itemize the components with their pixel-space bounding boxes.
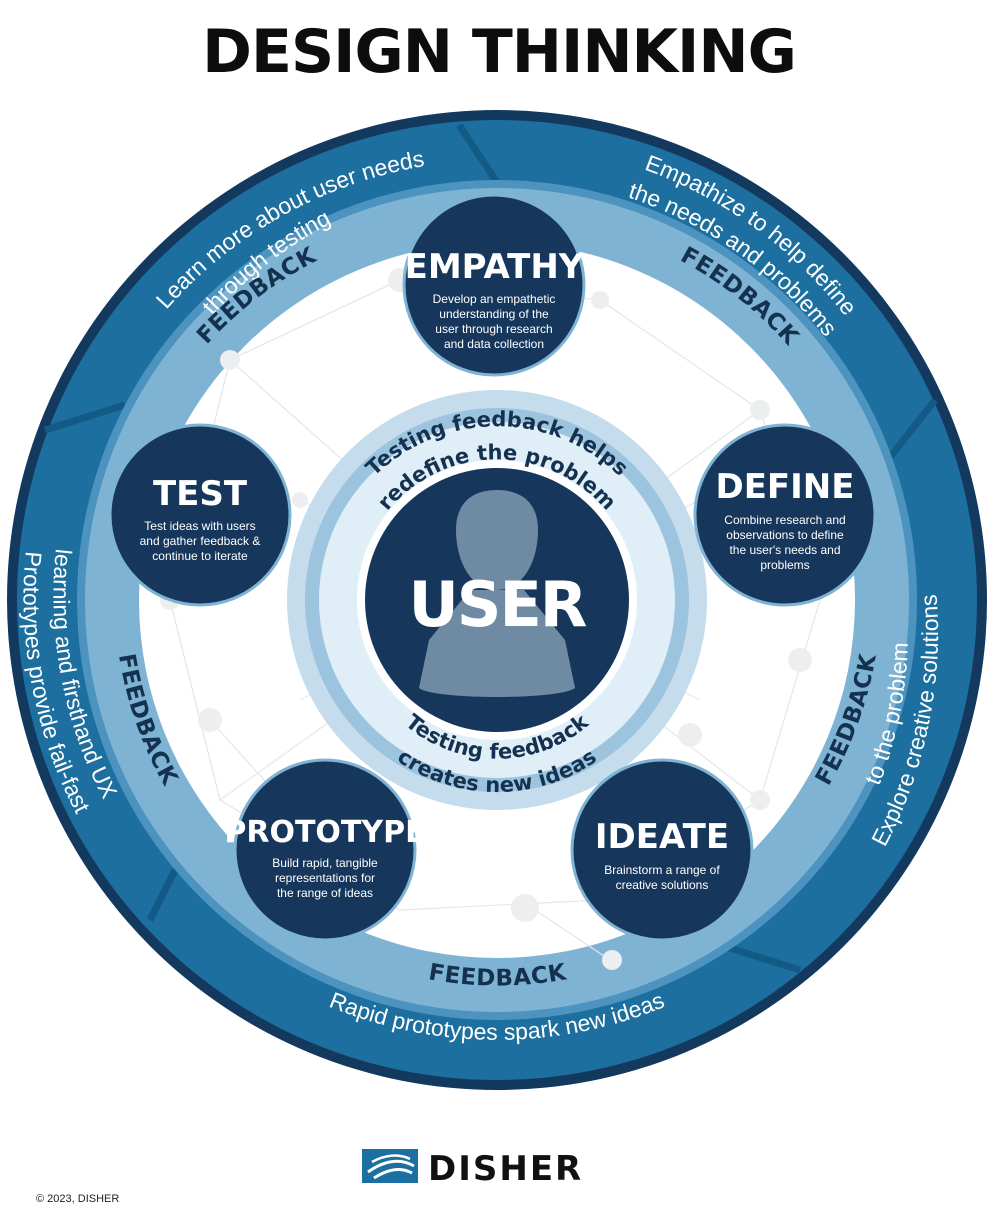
stage-desc-test-1: Test ideas with users — [144, 519, 255, 533]
stage-title-ideate: IDEATE — [595, 817, 729, 857]
stage-desc-prototype-1: Build rapid, tangible — [272, 856, 378, 870]
stage-test: TEST Test ideas with users and gather fe… — [108, 423, 292, 607]
stage-desc-empathy-3: user through research — [435, 322, 552, 336]
disher-logo-icon — [362, 1149, 418, 1183]
stage-title-test: TEST — [153, 474, 248, 514]
user-label: USER — [408, 568, 586, 641]
stage-desc-prototype-2: representations for — [275, 871, 375, 885]
page-title: DESIGN THINKING — [202, 17, 796, 87]
stage-desc-define-2: observations to define — [726, 528, 844, 542]
stage-title-prototype: PROTOTYPE — [224, 815, 425, 850]
stage-desc-prototype-3: the range of ideas — [277, 886, 373, 900]
stage-prototype: PROTOTYPE Build rapid, tangible represen… — [224, 758, 426, 942]
stage-desc-define-1: Combine research and — [724, 513, 845, 527]
stage-define: DEFINE Combine research and observations… — [693, 423, 877, 607]
copyright: © 2023, DISHER — [36, 1193, 119, 1205]
logo-text: DISHER — [428, 1149, 583, 1189]
stage-empathy: EMPATHY Develop an empathetic understand… — [402, 193, 586, 377]
stage-ideate: IDEATE Brainstorm a range of creative so… — [570, 758, 754, 942]
stage-desc-ideate-2: creative solutions — [616, 878, 709, 892]
stage-desc-define-4: problems — [760, 558, 809, 572]
stage-desc-empathy-2: understanding of the — [439, 307, 549, 321]
stage-title-empathy: EMPATHY — [405, 247, 584, 287]
stage-desc-define-3: the user's needs and — [729, 543, 840, 557]
stage-title-define: DEFINE — [715, 467, 854, 507]
stage-desc-test-2: and gather feedback & — [140, 534, 261, 548]
stage-desc-test-3: continue to iterate — [152, 549, 248, 563]
stage-desc-empathy-1: Develop an empathetic — [433, 292, 556, 306]
disher-logo: DISHER — [362, 1149, 583, 1189]
user-silhouette-icon — [419, 490, 575, 697]
stage-desc-empathy-4: and data collection — [444, 337, 544, 351]
stage-desc-ideate-1: Brainstorm a range of — [604, 863, 720, 877]
